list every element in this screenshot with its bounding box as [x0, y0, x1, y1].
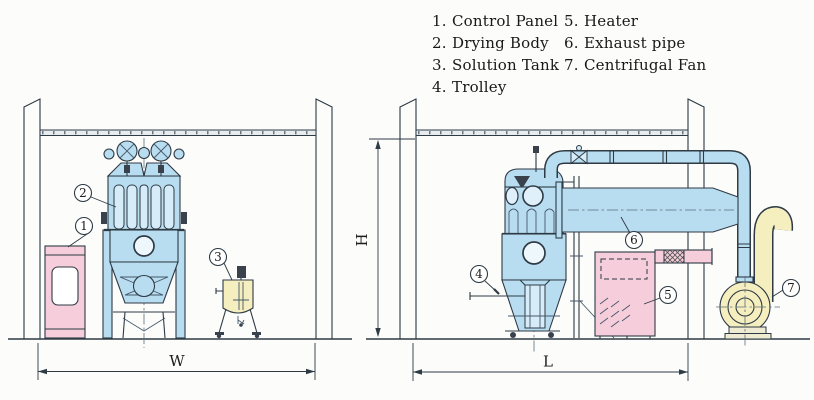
legend-item-3: 3. Solution Tank: [432, 54, 559, 76]
callout-3: 3: [208, 247, 233, 281]
svg-text:3: 3: [214, 250, 222, 264]
legend-label: Drying Body: [452, 34, 549, 52]
legend-item-2: 2. Drying Body: [432, 32, 559, 54]
callout-6: 6: [620, 216, 644, 250]
sight-glass: [133, 235, 155, 257]
legend-item-6: 6. Exhaust pipe: [564, 32, 706, 54]
building-column: [315, 98, 333, 340]
legend-num: 4.: [432, 78, 447, 96]
agitator-motor: [237, 266, 246, 278]
filter-bags: [113, 184, 175, 230]
width-dimension: W: [37, 343, 316, 380]
legend-label: Centrifugal Fan: [584, 56, 707, 74]
shaker-motors: [103, 140, 185, 176]
legend-column-2: 5. Heater 6. Exhaust pipe 7. Centrifugal Fa…: [564, 10, 706, 76]
heater: [594, 248, 713, 339]
trolley: [469, 279, 560, 338]
legend-label: Solution Tank: [452, 56, 560, 74]
exhaust-pipe: [545, 151, 750, 292]
callout-5: 5: [643, 285, 678, 305]
legend-label: Control Panel: [452, 12, 559, 30]
length-label: L: [543, 353, 553, 371]
legend-num: 6.: [564, 34, 579, 52]
callout-1: 1: [67, 216, 94, 248]
bottom-frame: [113, 311, 175, 339]
legend-item-1: 1. Control Panel: [432, 10, 559, 32]
building-column: [23, 98, 41, 340]
legend-item-7: 7. Centrifugal Fan: [564, 54, 706, 76]
width-label: W: [169, 352, 185, 370]
sight-glass: [522, 241, 546, 265]
control-panel: [44, 245, 86, 339]
fan-base: [724, 326, 772, 340]
height-dimension: H: [353, 138, 415, 337]
inspection-port: [505, 186, 519, 206]
tank-bottom-valve: [237, 316, 245, 327]
exhaust-duct: [555, 181, 739, 239]
flexible-joint: [663, 249, 685, 264]
centrifugal-fan: [716, 205, 794, 346]
front-elevation-view: 1 2 3 W: [8, 98, 352, 380]
callout-2: 2: [73, 183, 117, 208]
roof-beam: [415, 129, 689, 136]
svg-text:2: 2: [79, 186, 87, 200]
legend-item-5: 5. Heater: [564, 10, 706, 32]
legend-num: 2.: [432, 34, 447, 52]
length-dimension: L: [412, 343, 689, 381]
filter-bags-side: [508, 208, 555, 233]
drying-body-front: [101, 138, 187, 348]
pipe-valve: [570, 145, 588, 165]
side-elevation-view: H: [353, 98, 810, 381]
legend-num: 1.: [432, 12, 447, 30]
callout-4: 4: [469, 264, 500, 295]
legend-num: 3.: [432, 56, 447, 74]
control-panel-window: [51, 266, 79, 306]
inspection-port: [522, 185, 544, 207]
drying-body-side: [469, 146, 615, 352]
svg-text:1: 1: [80, 219, 88, 233]
svg-text:4: 4: [475, 267, 483, 281]
tank-legs: [215, 308, 261, 339]
legend-label: Trolley: [452, 78, 507, 96]
tank-nozzle: [215, 288, 223, 294]
heater-outlet-duct: [654, 248, 713, 265]
pipe-flanges: [609, 150, 751, 249]
fan-inlet-flange: [735, 276, 754, 283]
svg-text:6: 6: [630, 233, 638, 247]
legend-num: 7.: [564, 56, 579, 74]
legend-column-1: 1. Control Panel 2. Drying Body 3. Solution…: [432, 10, 559, 98]
legend-label: Exhaust pipe: [584, 34, 686, 52]
exhaust-piping: [544, 145, 751, 292]
legend-num: 5.: [564, 12, 579, 30]
building-column: [399, 98, 417, 340]
inlet-flap: [514, 176, 530, 189]
solution-tank: [215, 266, 261, 339]
fan-stack: [755, 207, 792, 302]
roof-beam: [39, 129, 317, 136]
height-label: H: [353, 233, 371, 246]
legend-label: Heater: [584, 12, 639, 30]
callout-7: 7: [771, 278, 801, 298]
svg-text:5: 5: [664, 288, 672, 302]
svg-text:7: 7: [787, 281, 795, 295]
legend-item-4: 4. Trolley: [432, 76, 559, 98]
